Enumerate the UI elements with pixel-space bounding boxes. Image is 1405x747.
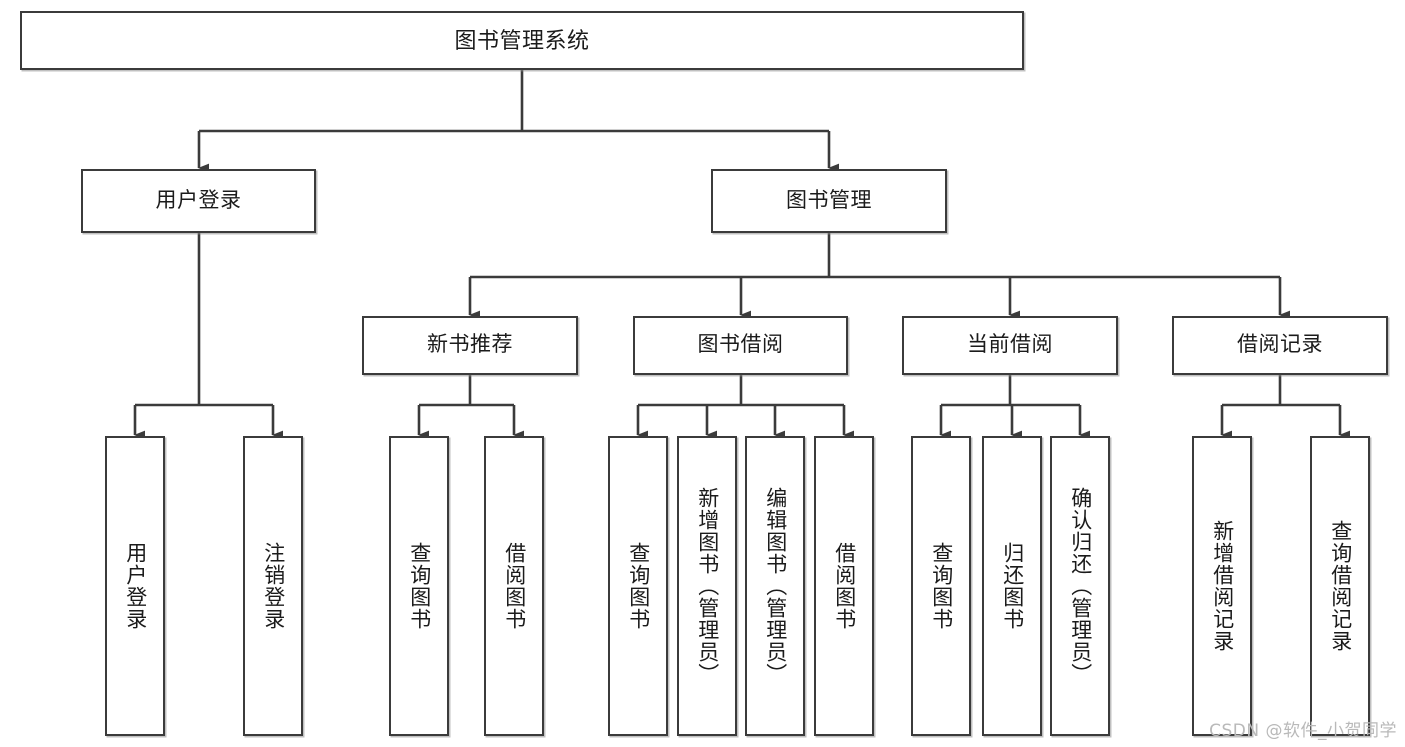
node-records[interactable]: 借阅记录 [1172, 316, 1388, 375]
node-label: 编辑图书（管理员） [763, 487, 787, 685]
node-label: 借阅记录 [1237, 333, 1323, 357]
node-label: 归还图书 [1000, 542, 1024, 630]
node-borrow[interactable]: 图书借阅 [633, 316, 848, 375]
node-label: 新书推荐 [427, 333, 513, 357]
node-label: 图书借阅 [697, 333, 784, 357]
node-label: 确认归还（管理员） [1068, 487, 1092, 685]
node-leaf_login[interactable]: 用户登录 [105, 436, 165, 736]
node-label: 图书管理 [786, 188, 872, 212]
node-current[interactable]: 当前借阅 [902, 316, 1118, 375]
node-root[interactable]: 图书管理系统 [20, 11, 1024, 70]
node-leaf_nb_query[interactable]: 查询图书 [389, 436, 449, 736]
node-leaf_rc_add[interactable]: 新增借阅记录 [1192, 436, 1252, 736]
node-label: 新增图书（管理员） [695, 487, 719, 685]
node-leaf_cu_query[interactable]: 查询图书 [911, 436, 971, 736]
node-label: 查询图书 [407, 542, 431, 630]
node-label: 查询图书 [929, 542, 953, 630]
node-label: 用户登录 [155, 188, 242, 212]
node-new_books[interactable]: 新书推荐 [362, 316, 578, 375]
node-label: 新增借阅记录 [1210, 520, 1234, 652]
node-label: 注销登录 [261, 542, 285, 630]
node-label: 图书管理系统 [454, 27, 590, 53]
node-leaf_bo_add[interactable]: 新增图书（管理员） [677, 436, 737, 736]
node-leaf_cu_confirm[interactable]: 确认归还（管理员） [1050, 436, 1110, 736]
node-label: 查询图书 [626, 542, 650, 630]
node-leaf_cu_return[interactable]: 归还图书 [982, 436, 1042, 736]
node-label: 当前借阅 [967, 333, 1053, 357]
node-label: 用户登录 [123, 542, 147, 630]
node-leaf_nb_borrow[interactable]: 借阅图书 [484, 436, 544, 736]
node-label: 借阅图书 [832, 542, 856, 630]
node-leaf_bo_edit[interactable]: 编辑图书（管理员） [745, 436, 805, 736]
node-leaf_logout[interactable]: 注销登录 [243, 436, 303, 736]
node-book_mgmt[interactable]: 图书管理 [711, 169, 947, 233]
node-leaf_bo_borrow[interactable]: 借阅图书 [814, 436, 874, 736]
node-label: 查询借阅记录 [1328, 520, 1352, 652]
watermark-text: CSDN @软件_小贺同学 [1209, 721, 1397, 741]
node-leaf_rc_query[interactable]: 查询借阅记录 [1310, 436, 1370, 736]
node-leaf_bo_query[interactable]: 查询图书 [608, 436, 668, 736]
node-label: 借阅图书 [502, 542, 526, 630]
node-user_login[interactable]: 用户登录 [81, 169, 316, 233]
